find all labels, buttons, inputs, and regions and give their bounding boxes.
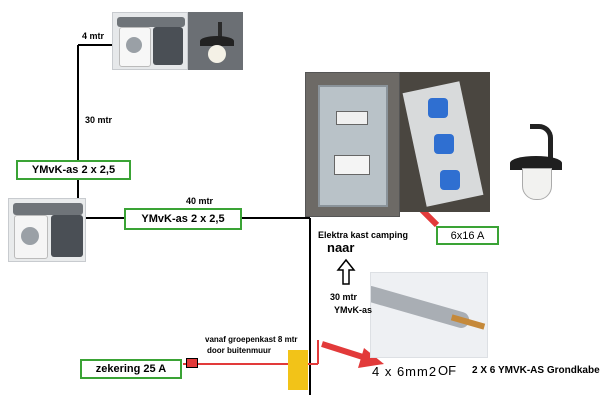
up-arrow — [336, 258, 356, 285]
lamp-arm — [218, 22, 222, 38]
label-elektra-kast: Elektra kast camping — [318, 230, 409, 240]
camping-box-photo — [305, 72, 400, 217]
lamp-right-shade — [510, 156, 562, 170]
lamp-photo-top — [188, 12, 243, 70]
wall-penetration-block — [288, 350, 308, 390]
label-of: OF — [438, 363, 457, 378]
outlet-2 — [434, 134, 454, 154]
socket-left-hole — [21, 227, 39, 245]
fuse-marker — [186, 358, 198, 368]
socket-photo-top — [112, 12, 188, 70]
outlet-3 — [440, 170, 460, 190]
box-cabinet — [318, 85, 388, 207]
lamp-right-bulb — [522, 168, 552, 200]
amp-box: 6x16 A — [436, 226, 499, 245]
outlets-photo — [400, 72, 490, 212]
label-naar: naar — [327, 240, 355, 255]
fuse-box: zekering 25 A — [80, 359, 182, 379]
red-arrow-bottom-head — [358, 348, 384, 368]
cable-box-middle: YMvK-as 2 x 2,5 — [124, 208, 242, 230]
lamp-photo-right — [496, 112, 576, 212]
outlet-1 — [428, 98, 448, 118]
cable-photo — [370, 272, 488, 358]
cable-box-left: YMvK-as 2 x 2,5 — [16, 160, 131, 180]
cable-jacket — [371, 284, 472, 330]
label-4x6mm2: 4 x 6mm2 — [372, 364, 438, 379]
label-ymvk-as: YMvK-as — [334, 305, 373, 315]
label-grondkabel: 2 X 6 YMVK-AS Grondkabel — [472, 365, 600, 376]
socket-left-lid — [13, 203, 83, 215]
socket-face-right — [153, 27, 183, 65]
red-arrow-bottom-shaft — [321, 341, 367, 361]
lamp-bulb — [208, 45, 226, 63]
label-vanaf-line1: vanaf groepenkast 8 mtr — [205, 335, 298, 344]
socket-left-right — [51, 215, 83, 257]
box-rcd — [334, 155, 370, 175]
lamp-shade — [200, 36, 234, 46]
label-4-mtr: 4 mtr — [82, 31, 105, 41]
lamp-right-arm — [530, 124, 553, 159]
socket-photo-left — [8, 198, 86, 262]
socket-hole — [126, 37, 142, 53]
socket-lid — [117, 17, 185, 27]
label-30-mtr-bottom: 30 mtr — [330, 292, 358, 302]
label-40-mtr: 40 mtr — [186, 196, 214, 206]
box-breakers — [336, 111, 368, 125]
label-vanaf-line2: door buitenmuur — [207, 346, 271, 355]
label-30-mtr-top: 30 mtr — [85, 115, 113, 125]
